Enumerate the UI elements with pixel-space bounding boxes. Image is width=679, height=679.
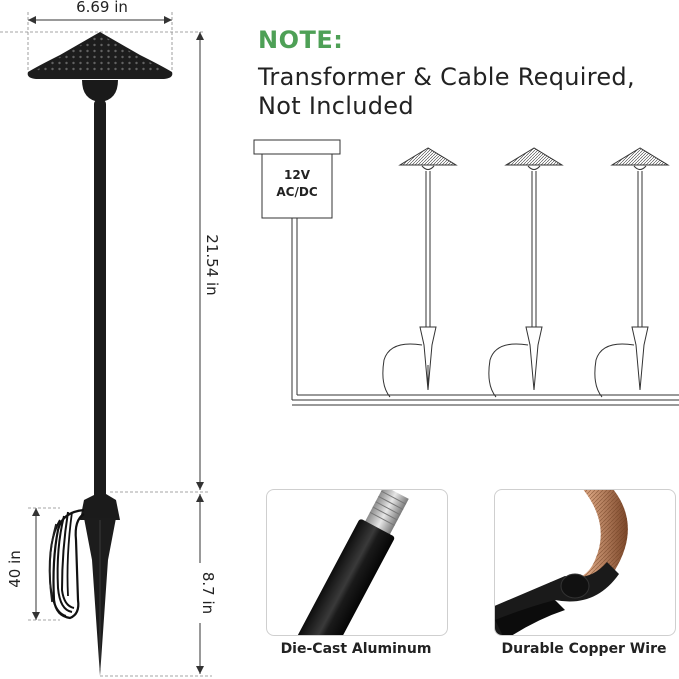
aluminum-pipe-icon [281, 490, 409, 635]
note-body: Transformer & Cable Required, Not Includ… [258, 63, 635, 121]
product-dimension-drawing: 6.69 in 21.54 in 8.7 in 40 in [0, 0, 240, 679]
path-light-diagram-3 [594, 147, 670, 398]
transformer-label: 12V AC/DC [262, 167, 332, 201]
note-title: NOTE: [258, 26, 344, 54]
feature-caption-aluminum: Die-Cast Aluminum [280, 641, 432, 657]
wiring-diagram-drawing [253, 139, 679, 406]
copper-wire-icon [495, 490, 628, 635]
path-light-diagram-1 [382, 147, 458, 398]
path-light-diagram-2 [488, 147, 564, 398]
transformer-voltage: 12V [284, 168, 310, 182]
feature-caption-copper: Durable Copper Wire [501, 641, 667, 657]
width-dimension-label: 6.69 in [68, 0, 136, 16]
cable-dimension-label: 40 in [6, 544, 24, 594]
feature-card-copper [494, 489, 676, 636]
path-light-icon [0, 12, 212, 677]
note-line-1: Transformer & Cable Required, [258, 63, 635, 91]
wiring-diagram: 12V AC/DC [250, 135, 679, 415]
transformer-type: AC/DC [276, 185, 318, 199]
feature-card-aluminum [266, 489, 448, 636]
note-line-2: Not Included [258, 92, 414, 120]
height-dimension-label: 21.54 in [203, 225, 221, 305]
stake-dimension-label: 8.7 in [199, 563, 217, 623]
